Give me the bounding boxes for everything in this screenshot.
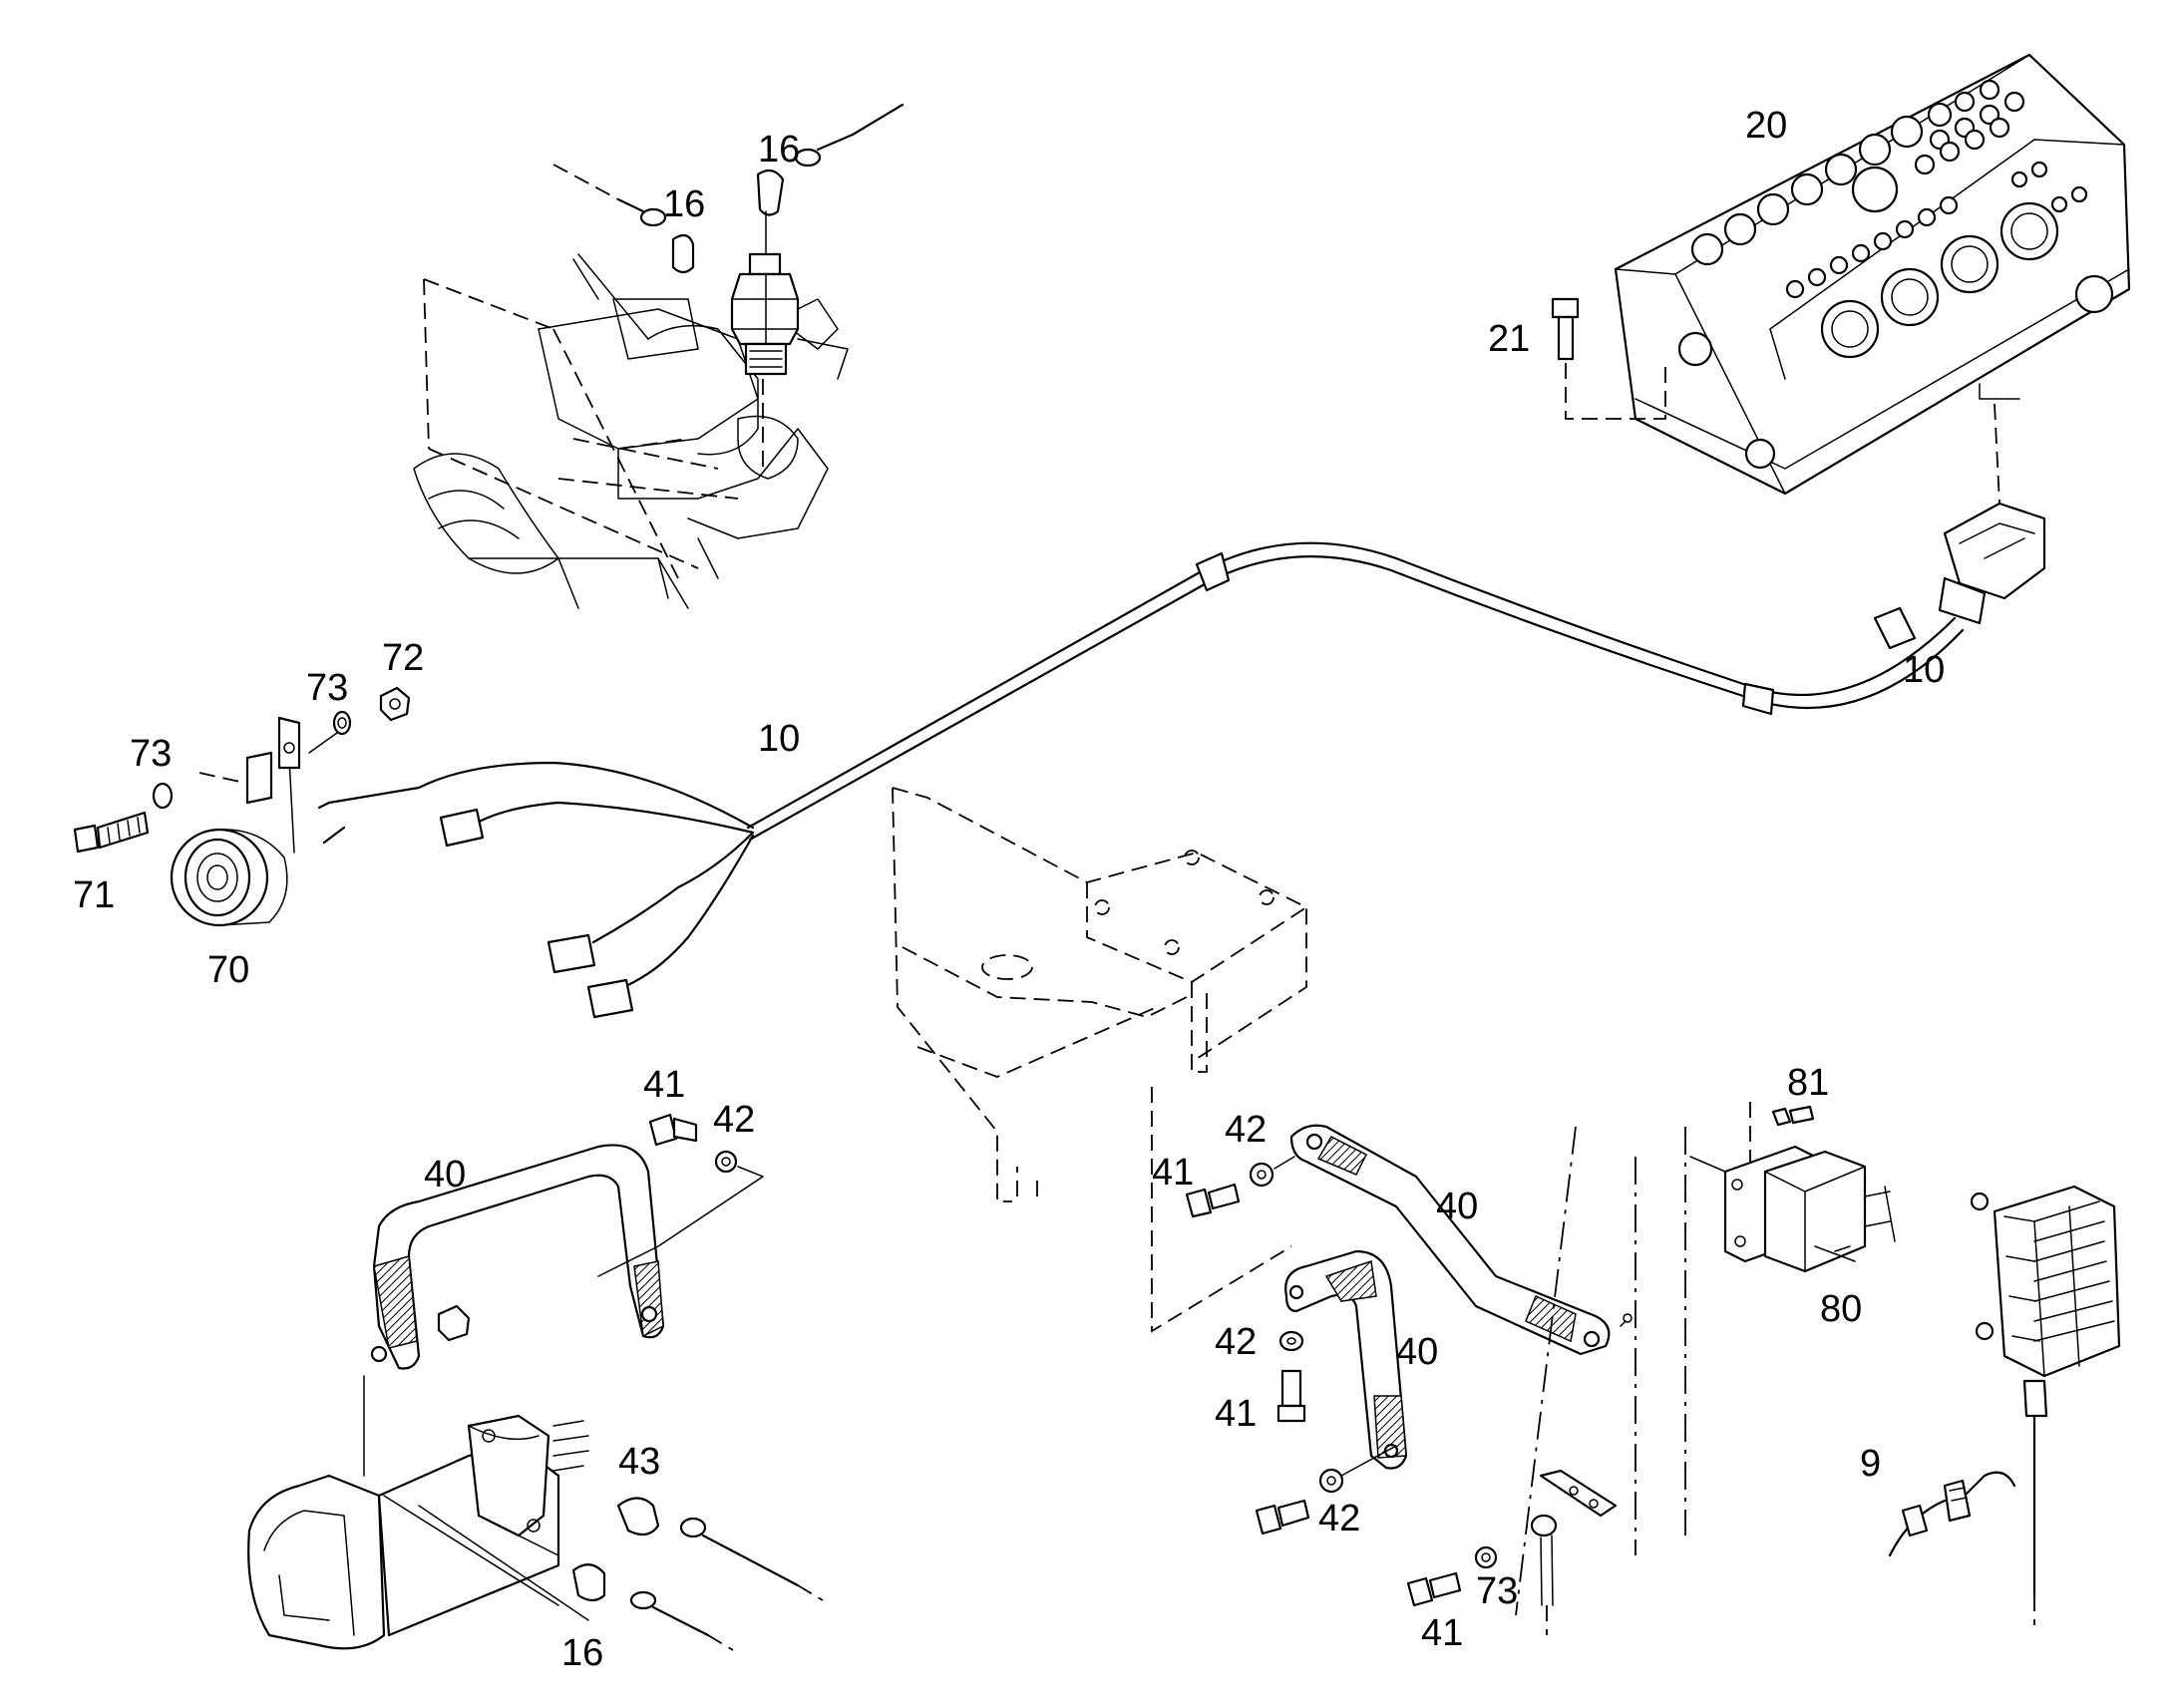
callout-42: 42	[1225, 1109, 1267, 1151]
connector-plug-upper	[439, 808, 485, 848]
instrument-panel	[1614, 53, 2131, 496]
callout-73: 73	[130, 733, 172, 775]
callout-41: 41	[1215, 1393, 1257, 1435]
earth-strap-fixing	[1406, 1469, 1618, 1635]
bolt-41-right-middle	[1276, 1330, 1306, 1423]
connector-plug-lower	[586, 978, 634, 1019]
callout-71: 71	[73, 874, 115, 916]
callout-21: 21	[1488, 318, 1530, 360]
callout-16: 16	[561, 1632, 603, 1674]
callout-80: 80	[1820, 1288, 1862, 1330]
main-cable-harness	[746, 403, 2046, 842]
panel-connector-socket	[2074, 274, 2114, 314]
nut-left	[437, 1304, 471, 1342]
callout-73: 73	[306, 667, 348, 709]
callout-42: 42	[1215, 1321, 1257, 1363]
callout-72: 72	[382, 637, 424, 679]
horn-assembly	[170, 751, 295, 927]
bolt-71	[73, 811, 150, 854]
callout-10: 10	[1903, 649, 1945, 691]
panel-knob	[1744, 438, 1776, 470]
callout-40: 40	[1396, 1331, 1438, 1373]
callout-70: 70	[207, 949, 249, 991]
callout-40: 40	[1436, 1186, 1478, 1227]
bolt-41-right-lower	[1255, 1445, 1397, 1536]
frame-edge-phantom	[1515, 1126, 1686, 1616]
fuse-box-cable	[1963, 1379, 2048, 1625]
callout-40: 40	[424, 1154, 466, 1196]
starter-motor	[247, 1375, 589, 1650]
nut-72	[379, 686, 411, 722]
relay-80	[1689, 1145, 1896, 1273]
callout-73: 73	[1476, 1570, 1518, 1612]
callout-41: 41	[1421, 1612, 1463, 1654]
bolt-41-right-upper	[1185, 1156, 1295, 1218]
callout-41: 41	[1152, 1152, 1194, 1194]
terminal-16-lower	[571, 1563, 734, 1651]
bracket-40-short	[1284, 1249, 1408, 1470]
connector-9	[1888, 1479, 1972, 1557]
callout-10: 10	[758, 718, 800, 760]
callout-81: 81	[1787, 1062, 1829, 1104]
terminal-43	[616, 1497, 824, 1601]
callout-43: 43	[618, 1441, 660, 1483]
callout-16: 16	[758, 129, 800, 171]
callout-labels: 16 16 20 21 10 10 72 73 73 71 70 41 42 4…	[73, 105, 1945, 1674]
fuse-box	[1970, 1185, 2121, 1378]
bolt-41-left	[597, 1113, 764, 1277]
frame-phantom	[892, 787, 1307, 1333]
engine-block-phantom	[413, 253, 849, 609]
bracket-40-left	[370, 1144, 665, 1370]
panel-indicator-lights	[1677, 79, 2025, 367]
temperature-sender	[730, 252, 800, 469]
screw-81	[1749, 1102, 1815, 1167]
bracket-40-long	[1289, 1124, 1633, 1356]
callout-16: 16	[663, 183, 705, 225]
callout-20: 20	[1745, 105, 1787, 147]
screw-21	[1551, 297, 1666, 420]
callout-42: 42	[713, 1099, 755, 1141]
washer-73	[152, 710, 352, 810]
panel-gauges	[1785, 161, 2088, 359]
callout-41: 41	[643, 1064, 685, 1106]
callout-9: 9	[1860, 1443, 1881, 1485]
cable-terminal-upper-left	[552, 164, 695, 274]
harness-branches	[317, 761, 755, 1019]
callout-42: 42	[1318, 1498, 1360, 1539]
connector-plug-middle	[546, 933, 596, 974]
cable-terminal-upper-right	[756, 103, 905, 255]
